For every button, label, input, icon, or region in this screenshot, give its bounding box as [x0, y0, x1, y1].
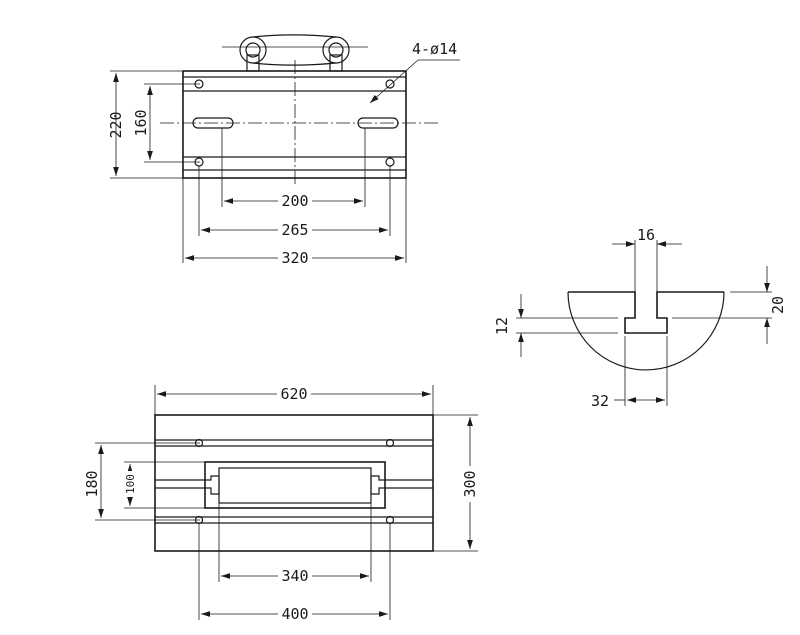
mount-hole: [385, 515, 395, 525]
t-slot-profile: [568, 291, 724, 334]
dim-height-300: 300: [461, 470, 479, 497]
mount-hole: [385, 438, 395, 448]
dim-height-220: 220: [107, 111, 125, 138]
dim-rail-180: 180: [83, 470, 101, 497]
dim-length-620: 620: [280, 385, 307, 403]
section-view: 16 20 12 32: [493, 226, 787, 410]
top-clamp: [222, 34, 368, 72]
dim-width-200: 200: [281, 192, 308, 210]
dim-height-160: 160: [132, 109, 150, 136]
dim-width-265: 265: [281, 221, 308, 239]
bottom-center-block: [204, 461, 386, 509]
dim-neck-12: 12: [493, 317, 511, 335]
dim-depth-20: 20: [769, 296, 787, 314]
hole-callout: 4-ø14: [412, 40, 457, 58]
mount-hole: [385, 79, 395, 89]
dim-bottom-32: 32: [591, 392, 609, 410]
dim-hole-340: 340: [281, 567, 308, 585]
dim-inner-100: 100: [124, 474, 137, 494]
dim-hole-400: 400: [281, 605, 308, 623]
top-view: 4-ø14 220 160 200 265 320: [107, 34, 460, 267]
bottom-view: 620 300 180 100 340 400: [83, 385, 479, 623]
mount-hole: [385, 157, 395, 167]
dim-width-320: 320: [281, 249, 308, 267]
dim-slot-16: 16: [637, 226, 655, 244]
top-plate: [182, 70, 407, 179]
bottom-plate: [154, 414, 434, 552]
